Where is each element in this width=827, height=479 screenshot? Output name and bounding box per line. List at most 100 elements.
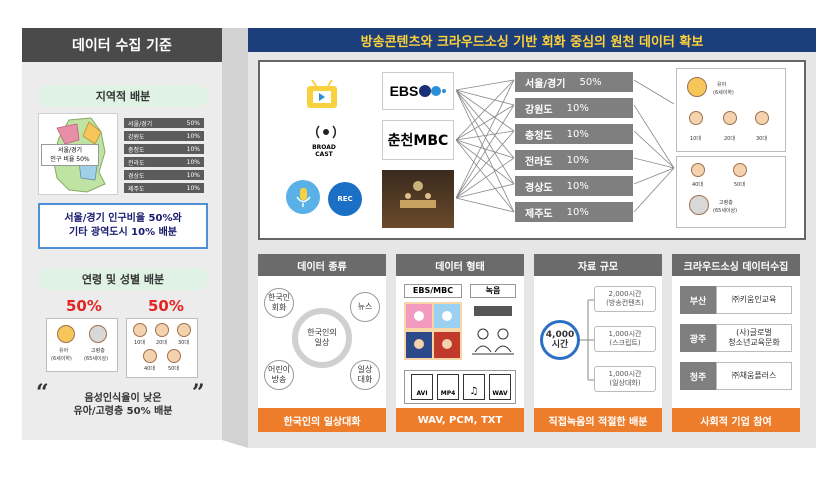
age-label: 20대: [156, 340, 167, 346]
pct-left: 50%: [66, 297, 102, 315]
forties-face-icon: [691, 163, 705, 177]
scale-desc: (방송컨텐츠): [606, 299, 644, 307]
partner-row: 부산㈜키움인교육: [680, 286, 792, 314]
ebs-dots-icon: [419, 85, 447, 97]
teen-face-icon: [133, 323, 147, 337]
child-age: (6세이하): [51, 356, 72, 362]
scale-hours: 1,000시간: [608, 370, 642, 378]
region-pct: 10%: [566, 128, 589, 140]
quote-line-1: 음성인식율이 낮은: [84, 393, 162, 404]
age-group: 10대 20대 30대 40대 50대: [126, 318, 198, 378]
callout-line-2: 기타 광역도시 10% 배분: [69, 227, 177, 238]
data-scale-card: 자료 규모 4,000 시간 2,000시간(방송컨텐츠) 1,000시간(스크…: [534, 254, 662, 432]
fifties-face-icon: [167, 349, 181, 363]
right-panel-title: 방송콘텐츠와 크라우드소싱 기반 회화 중심의 원천 데이터 확보: [248, 28, 816, 52]
chuncheon-mbc-logo: 춘천MBC: [382, 120, 454, 160]
region-name: 경상도: [128, 172, 145, 180]
card-header: 데이터 종류: [258, 254, 386, 276]
type-circle: 한국인 회화: [264, 288, 294, 318]
partner-city: 부산: [680, 286, 716, 314]
region-name: 제주도: [525, 208, 553, 220]
broadcast-thumbnails: [404, 302, 462, 360]
region-pct: 10%: [186, 145, 200, 153]
ebs-logo: EBS: [382, 72, 454, 110]
region-pct: 10%: [186, 171, 200, 179]
quote-close-icon: ”: [192, 380, 205, 406]
elder-face-icon: [89, 325, 107, 343]
type-circle: 어린이 방송: [264, 360, 294, 390]
target-group-bottom: 40대 50대 고령층 (65세이상): [676, 156, 786, 228]
age-label: 40대: [692, 182, 703, 188]
region-pct: 10%: [186, 158, 200, 166]
region-name: 제주도: [128, 185, 145, 193]
region-pct: 50%: [186, 119, 200, 127]
child-elder-group: 유아 (6세이하) 고령층 (65세이상): [46, 318, 118, 372]
elder-label: 고령층: [91, 348, 105, 354]
age-label: 30대: [178, 340, 189, 346]
map-label: 서울/경기 인구 비율 50%: [41, 144, 99, 166]
card-footer: WAV, PCM, TXT: [396, 408, 524, 432]
region-name: 충청도: [128, 146, 145, 154]
region-pct: 10%: [186, 184, 200, 192]
flow-arrows: [456, 79, 675, 213]
data-formats-card: 데이터 형태 EBS/MBC 녹음 AVI MP4 ♫ WAV WAV, PCM…: [396, 254, 524, 432]
type-circle: 일상 대화: [350, 360, 380, 390]
crowdsourcing-card: 크라우드소싱 데이터수집 부산㈜키움인교육 광주(사)글로벌 청소년교육문화 청…: [672, 254, 800, 432]
quote-line-2: 유아/고령층 50% 배분: [73, 406, 173, 417]
forties-face-icon: [143, 349, 157, 363]
age-quote: 음성인식율이 낮은 유아/고령층 50% 배분: [38, 392, 208, 418]
child-face-icon: [57, 325, 75, 343]
center-circle: 한국인의 일상: [292, 308, 352, 368]
quote-open-icon: “: [36, 380, 49, 406]
scale-item: 1,000시간(스크립트): [594, 326, 656, 352]
region-pct: 50%: [579, 76, 602, 88]
child-label: 유아: [717, 82, 727, 88]
age-label: 10대: [134, 340, 145, 346]
child-label: 유아: [59, 348, 69, 354]
elder-face-icon: [689, 195, 709, 215]
card-header: 크라우드소싱 데이터수집: [672, 254, 800, 276]
scale-item: 2,000시간(방송컨텐츠): [594, 286, 656, 312]
target-group-top: 유아 (6세이하) 10대 20대 30대: [676, 68, 786, 152]
child-face-icon: [687, 77, 707, 97]
region-name: 서울/경기: [128, 120, 153, 128]
avi-file-icon: AVI: [411, 374, 433, 400]
age-label: 50대: [734, 182, 745, 188]
recording-people-icon: [470, 304, 516, 358]
format-label: EBS/MBC: [404, 284, 462, 298]
data-types-card: 데이터 종류 한국인의 일상 한국인 회화 뉴스 어린이 방송 일상 대화 한국…: [258, 254, 386, 432]
age-label: 30대: [756, 136, 767, 142]
scale-desc: (스크립트): [609, 339, 641, 347]
age-label: 20대: [724, 136, 735, 142]
region-name: 서울/경기: [525, 78, 566, 90]
card-header: 자료 규모: [534, 254, 662, 276]
region-callout: 서울/경기 인구비율 50%와 기타 광역도시 10% 배분: [38, 203, 208, 249]
partner-city: 청주: [680, 362, 716, 390]
callout-line-1: 서울/경기 인구비율 50%와: [64, 213, 182, 224]
region-pct: 10%: [566, 154, 589, 166]
panel-connector: [222, 28, 248, 448]
region-pct: 10%: [186, 132, 200, 140]
child-age: (6세이하): [713, 90, 734, 96]
region-row: 충청도 10%: [124, 144, 204, 154]
partner-org: ㈜채움플러스: [716, 362, 792, 390]
partner-org: ㈜키움인교육: [716, 286, 792, 314]
microphone-icon: [286, 180, 320, 214]
card-footer: 한국인의 일상대화: [258, 408, 386, 432]
scale-desc: (일상대화): [609, 379, 641, 387]
scale-item: 1,000시간(일상대화): [594, 366, 656, 392]
thirties-face-icon: [177, 323, 191, 337]
card-footer: 직접녹음의 적절한 배분: [534, 408, 662, 432]
partner-org: (사)글로벌 청소년교육문화: [716, 324, 792, 352]
scale-hours: 1,000시간: [608, 330, 642, 338]
tv-icon: [304, 79, 340, 110]
elder-age: (65세이상): [713, 208, 738, 214]
korea-map: 서울/경기 인구 비율 50%: [38, 113, 118, 195]
card-header: 데이터 형태: [396, 254, 524, 276]
region-row: 제주도 10%: [124, 183, 204, 193]
